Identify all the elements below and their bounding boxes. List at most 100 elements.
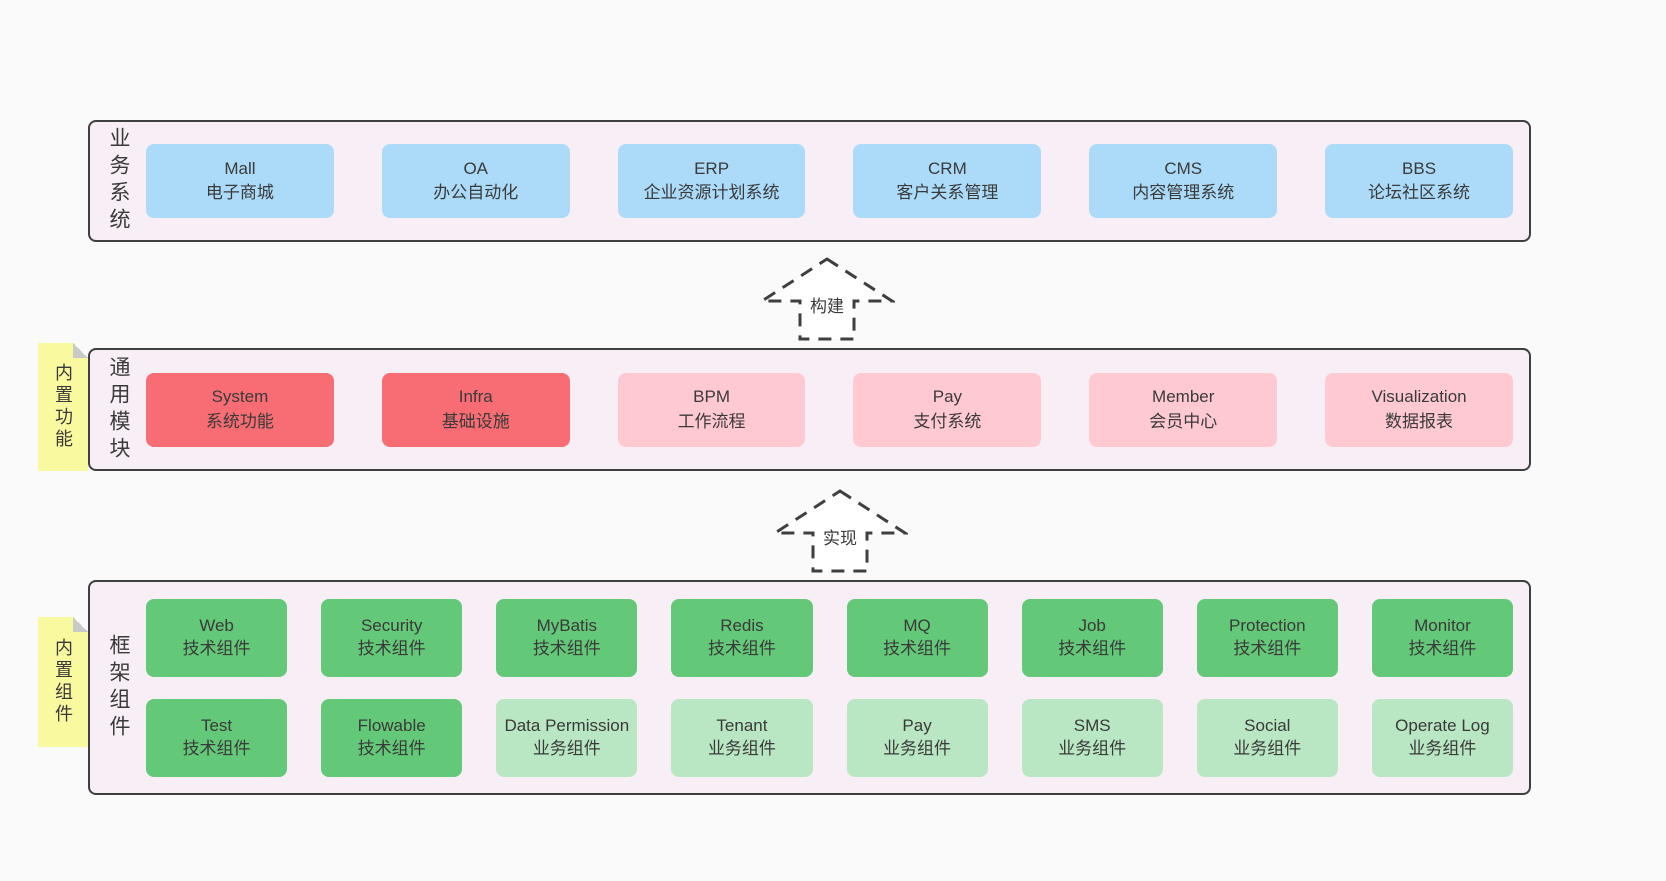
- node-oa: OA 办公自动化: [381, 144, 570, 218]
- node-bbs: BBS 论坛社区系统: [1325, 144, 1513, 218]
- node-title: System: [211, 387, 269, 407]
- node-subtitle: 技术组件: [1233, 638, 1302, 658]
- node-member: Member 会员中心: [1089, 372, 1278, 447]
- node-title: Infra: [458, 387, 493, 407]
- panel-label-text: 通用模块: [107, 355, 130, 464]
- node-title: Flowable: [357, 716, 426, 736]
- node-job: Job 技术组件: [1021, 598, 1163, 677]
- node-title: BPM: [693, 387, 730, 407]
- node-title: Job: [1078, 616, 1106, 636]
- node-subtitle: 技术组件: [357, 738, 426, 758]
- node-security: Security 技术组件: [321, 598, 463, 677]
- node-mq: MQ 技术组件: [846, 598, 988, 677]
- node-mall: Mall 电子商城: [146, 144, 334, 218]
- node-title: Security: [360, 616, 423, 636]
- node-bpm: BPM 工作流程: [617, 372, 806, 447]
- node-operate-log: Operate Log 业务组件: [1371, 698, 1513, 777]
- panel-label-framework-components: 框架组件: [90, 582, 146, 793]
- node-title: Pay: [902, 716, 932, 736]
- node-crm: CRM 客户关系管理: [853, 144, 1042, 218]
- node-subtitle: 业务组件: [1233, 738, 1302, 758]
- framework-row-1: Web 技术组件 Security 技术组件 MyBatis 技术组件 Redi…: [146, 598, 1513, 677]
- node-title: Pay: [932, 387, 963, 407]
- framework-components-grid: Web 技术组件 Security 技术组件 MyBatis 技术组件 Redi…: [146, 582, 1529, 793]
- sticky-note-text: 内置组件: [53, 638, 73, 726]
- node-subtitle: 数据报表: [1385, 411, 1454, 431]
- node-title: OA: [463, 158, 489, 178]
- node-flowable: Flowable 技术组件: [321, 698, 463, 777]
- node-title: Web: [199, 616, 234, 636]
- folded-corner-icon: [73, 343, 88, 358]
- node-title: BBS: [1402, 158, 1437, 178]
- node-protection: Protection 技术组件: [1196, 598, 1338, 677]
- node-tenant: Tenant 业务组件: [671, 698, 813, 777]
- common-modules-row: System 系统功能 Infra 基础设施 BPM 工作流程 Pay 支付系统…: [146, 350, 1529, 469]
- node-subtitle: 工作流程: [677, 411, 746, 431]
- node-subtitle: 电子商城: [205, 183, 274, 202]
- panel-business-systems: 业务系统 Mall 电子商城 OA 办公自动化 ERP 企业资源计划系统 CRM…: [88, 120, 1531, 242]
- node-title: Social: [1244, 716, 1291, 736]
- node-subtitle: 客户关系管理: [896, 183, 999, 202]
- folded-corner-icon: [73, 617, 88, 632]
- node-erp: ERP 企业资源计划系统: [617, 144, 806, 218]
- node-title: Mall: [224, 158, 256, 178]
- framework-row-2: Test 技术组件 Flowable 技术组件 Data Permission …: [146, 698, 1513, 777]
- node-title: Visualization: [1371, 387, 1467, 407]
- sticky-note-text: 内置功能: [53, 363, 73, 451]
- node-cms: CMS 内容管理系统: [1089, 144, 1278, 218]
- arrow-implement: 实现: [772, 488, 908, 574]
- node-subtitle: 业务组件: [1058, 738, 1127, 758]
- node-subtitle: 论坛社区系统: [1368, 183, 1471, 202]
- business-systems-row: Mall 电子商城 OA 办公自动化 ERP 企业资源计划系统 CRM 客户关系…: [146, 122, 1529, 240]
- node-subtitle: 支付系统: [913, 411, 982, 431]
- node-title: Test: [200, 716, 233, 736]
- node-data-permission: Data Permission 业务组件: [496, 698, 638, 777]
- panel-common-modules: 通用模块 System 系统功能 Infra 基础设施 BPM 工作流程 Pay…: [88, 348, 1531, 471]
- panel-label-common-modules: 通用模块: [90, 350, 146, 469]
- node-pay-component: Pay 业务组件: [846, 698, 988, 777]
- node-redis: Redis 技术组件: [671, 598, 813, 677]
- sticky-note-builtin-components: 内置组件: [38, 617, 88, 747]
- node-title: Monitor: [1414, 616, 1471, 636]
- node-title: SMS: [1073, 716, 1111, 736]
- node-sms: SMS 业务组件: [1021, 698, 1163, 777]
- node-subtitle: 技术组件: [182, 738, 251, 758]
- node-pay-module: Pay 支付系统: [853, 372, 1042, 447]
- node-title: MyBatis: [536, 616, 598, 636]
- node-title: Redis: [720, 616, 764, 636]
- node-subtitle: 业务组件: [883, 738, 952, 758]
- node-subtitle: 业务组件: [532, 738, 601, 758]
- arrow-implement-label: 实现: [820, 524, 860, 549]
- node-subtitle: 办公自动化: [433, 183, 519, 202]
- node-title: Tenant: [716, 716, 768, 736]
- node-title: Data Permission: [504, 716, 630, 736]
- node-subtitle: 技术组件: [1408, 638, 1477, 658]
- panel-framework-components: 框架组件 Web 技术组件 Security 技术组件 MyBatis 技术组件…: [88, 580, 1531, 795]
- sticky-note-builtin-features: 内置功能: [38, 343, 88, 471]
- node-test: Test 技术组件: [146, 698, 288, 777]
- node-subtitle: 会员中心: [1149, 411, 1218, 431]
- node-mybatis: MyBatis 技术组件: [496, 598, 638, 677]
- node-subtitle: 业务组件: [1408, 738, 1477, 758]
- node-title: Protection: [1229, 616, 1306, 636]
- node-subtitle: 企业资源计划系统: [643, 183, 780, 202]
- node-subtitle: 技术组件: [1058, 638, 1127, 658]
- node-subtitle: 技术组件: [707, 638, 776, 658]
- node-visualization: Visualization 数据报表: [1325, 372, 1513, 447]
- node-subtitle: 基础设施: [441, 411, 510, 431]
- node-subtitle: 技术组件: [357, 638, 426, 658]
- node-social: Social 业务组件: [1196, 698, 1338, 777]
- arrow-build: 构建: [759, 256, 895, 342]
- node-title: Operate Log: [1395, 716, 1490, 736]
- node-title: Member: [1152, 387, 1215, 407]
- node-subtitle: 内容管理系统: [1132, 183, 1235, 202]
- node-subtitle: 技术组件: [532, 638, 601, 658]
- node-title: CMS: [1164, 158, 1203, 178]
- node-title: MQ: [903, 616, 931, 636]
- panel-label-text: 业务系统: [107, 127, 130, 235]
- node-monitor: Monitor 技术组件: [1371, 598, 1513, 677]
- node-subtitle: 系统功能: [205, 411, 274, 431]
- arrow-build-label: 构建: [807, 292, 847, 317]
- node-subtitle: 业务组件: [707, 738, 776, 758]
